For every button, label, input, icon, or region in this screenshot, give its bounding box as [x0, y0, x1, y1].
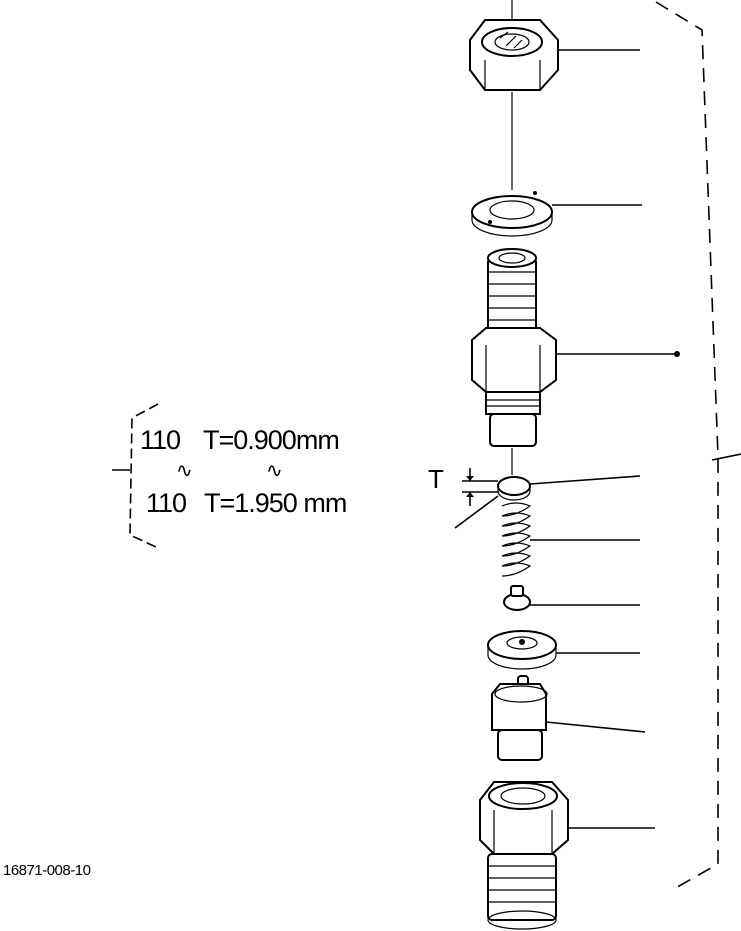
spring-icon	[501, 502, 532, 577]
nozzle-nut-icon	[479, 781, 569, 930]
thickness-label: T	[428, 464, 444, 494]
spec-row2-part: 110	[146, 488, 187, 518]
nut-icon	[469, 19, 559, 91]
spec-range-tilde-left: ∿	[176, 460, 193, 482]
nozzle-icon	[491, 675, 548, 761]
intermediate-disc-icon	[487, 630, 557, 670]
assembly-bracket	[655, 1, 741, 891]
spec-row1-part: 110	[140, 425, 181, 455]
spec-row1-thickness: T=0.900mm	[203, 425, 340, 455]
washer-icon	[471, 191, 553, 237]
shim-icon	[497, 476, 531, 501]
thickness-dimension	[454, 468, 499, 529]
spacer-icon	[503, 585, 531, 611]
spec-range-tilde-right: ∿	[266, 460, 283, 482]
leader-lines	[529, 49, 680, 829]
holder-body-icon	[471, 248, 557, 447]
drawing-number: 16871-008-10	[3, 862, 91, 879]
spec-row2-thickness: T=1.950 mm	[204, 488, 347, 518]
spec-bracket	[112, 403, 159, 548]
